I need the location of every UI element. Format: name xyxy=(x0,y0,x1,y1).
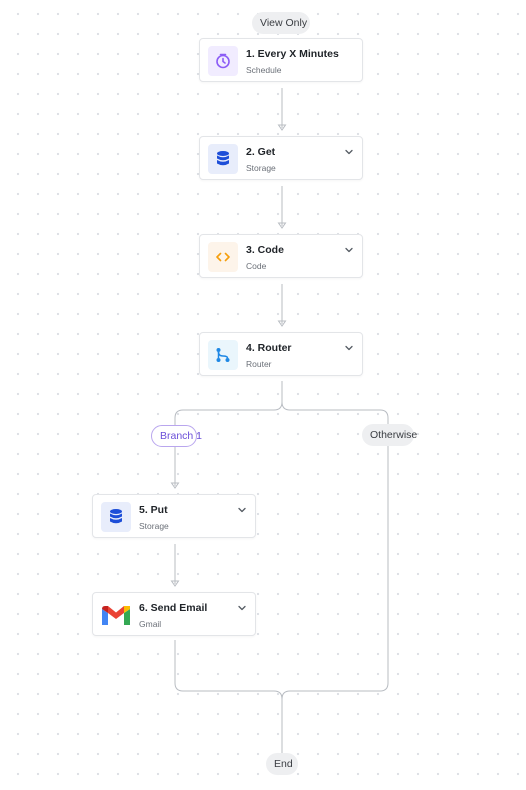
end-node: End xyxy=(266,753,298,775)
step-title: 3. Code xyxy=(246,244,284,256)
chevron-down-icon[interactable] xyxy=(237,505,247,515)
chevron-down-icon[interactable] xyxy=(344,245,354,255)
step-title: 5. Put xyxy=(139,504,168,516)
database-icon xyxy=(208,144,238,174)
step-title: 2. Get xyxy=(246,146,276,158)
chevron-down-icon[interactable] xyxy=(344,147,354,157)
step-card-router[interactable]: 4. Router Router xyxy=(199,332,363,376)
step-subtitle: Router xyxy=(246,359,272,369)
step-subtitle: Storage xyxy=(246,163,276,173)
step-title: 4. Router xyxy=(246,342,292,354)
step-subtitle: Gmail xyxy=(139,619,162,629)
chevron-down-icon[interactable] xyxy=(237,603,247,613)
code-icon xyxy=(208,242,238,272)
clock-icon xyxy=(208,46,238,76)
router-icon xyxy=(208,340,238,370)
chevron-down-icon[interactable] xyxy=(344,343,354,353)
step-subtitle: Schedule xyxy=(246,65,282,75)
branch-1-label[interactable]: Branch 1 xyxy=(151,425,202,447)
step-title: 1. Every X Minutes xyxy=(246,48,339,60)
step-card-send-email[interactable]: 6. Send Email Gmail xyxy=(92,592,256,636)
step-subtitle: Code xyxy=(246,261,267,271)
step-title: 6. Send Email xyxy=(139,602,208,614)
view-only-badge: View Only xyxy=(252,12,310,34)
step-card-code[interactable]: 3. Code Code xyxy=(199,234,363,278)
step-card-every-x-minutes[interactable]: 1. Every X Minutes Schedule xyxy=(199,38,363,82)
gmail-icon xyxy=(99,600,133,630)
step-card-put[interactable]: 5. Put Storage xyxy=(92,494,256,538)
step-subtitle: Storage xyxy=(139,521,169,531)
otherwise-branch-label[interactable]: Otherwise xyxy=(362,424,417,446)
database-icon xyxy=(101,502,131,532)
step-card-get[interactable]: 2. Get Storage xyxy=(199,136,363,180)
